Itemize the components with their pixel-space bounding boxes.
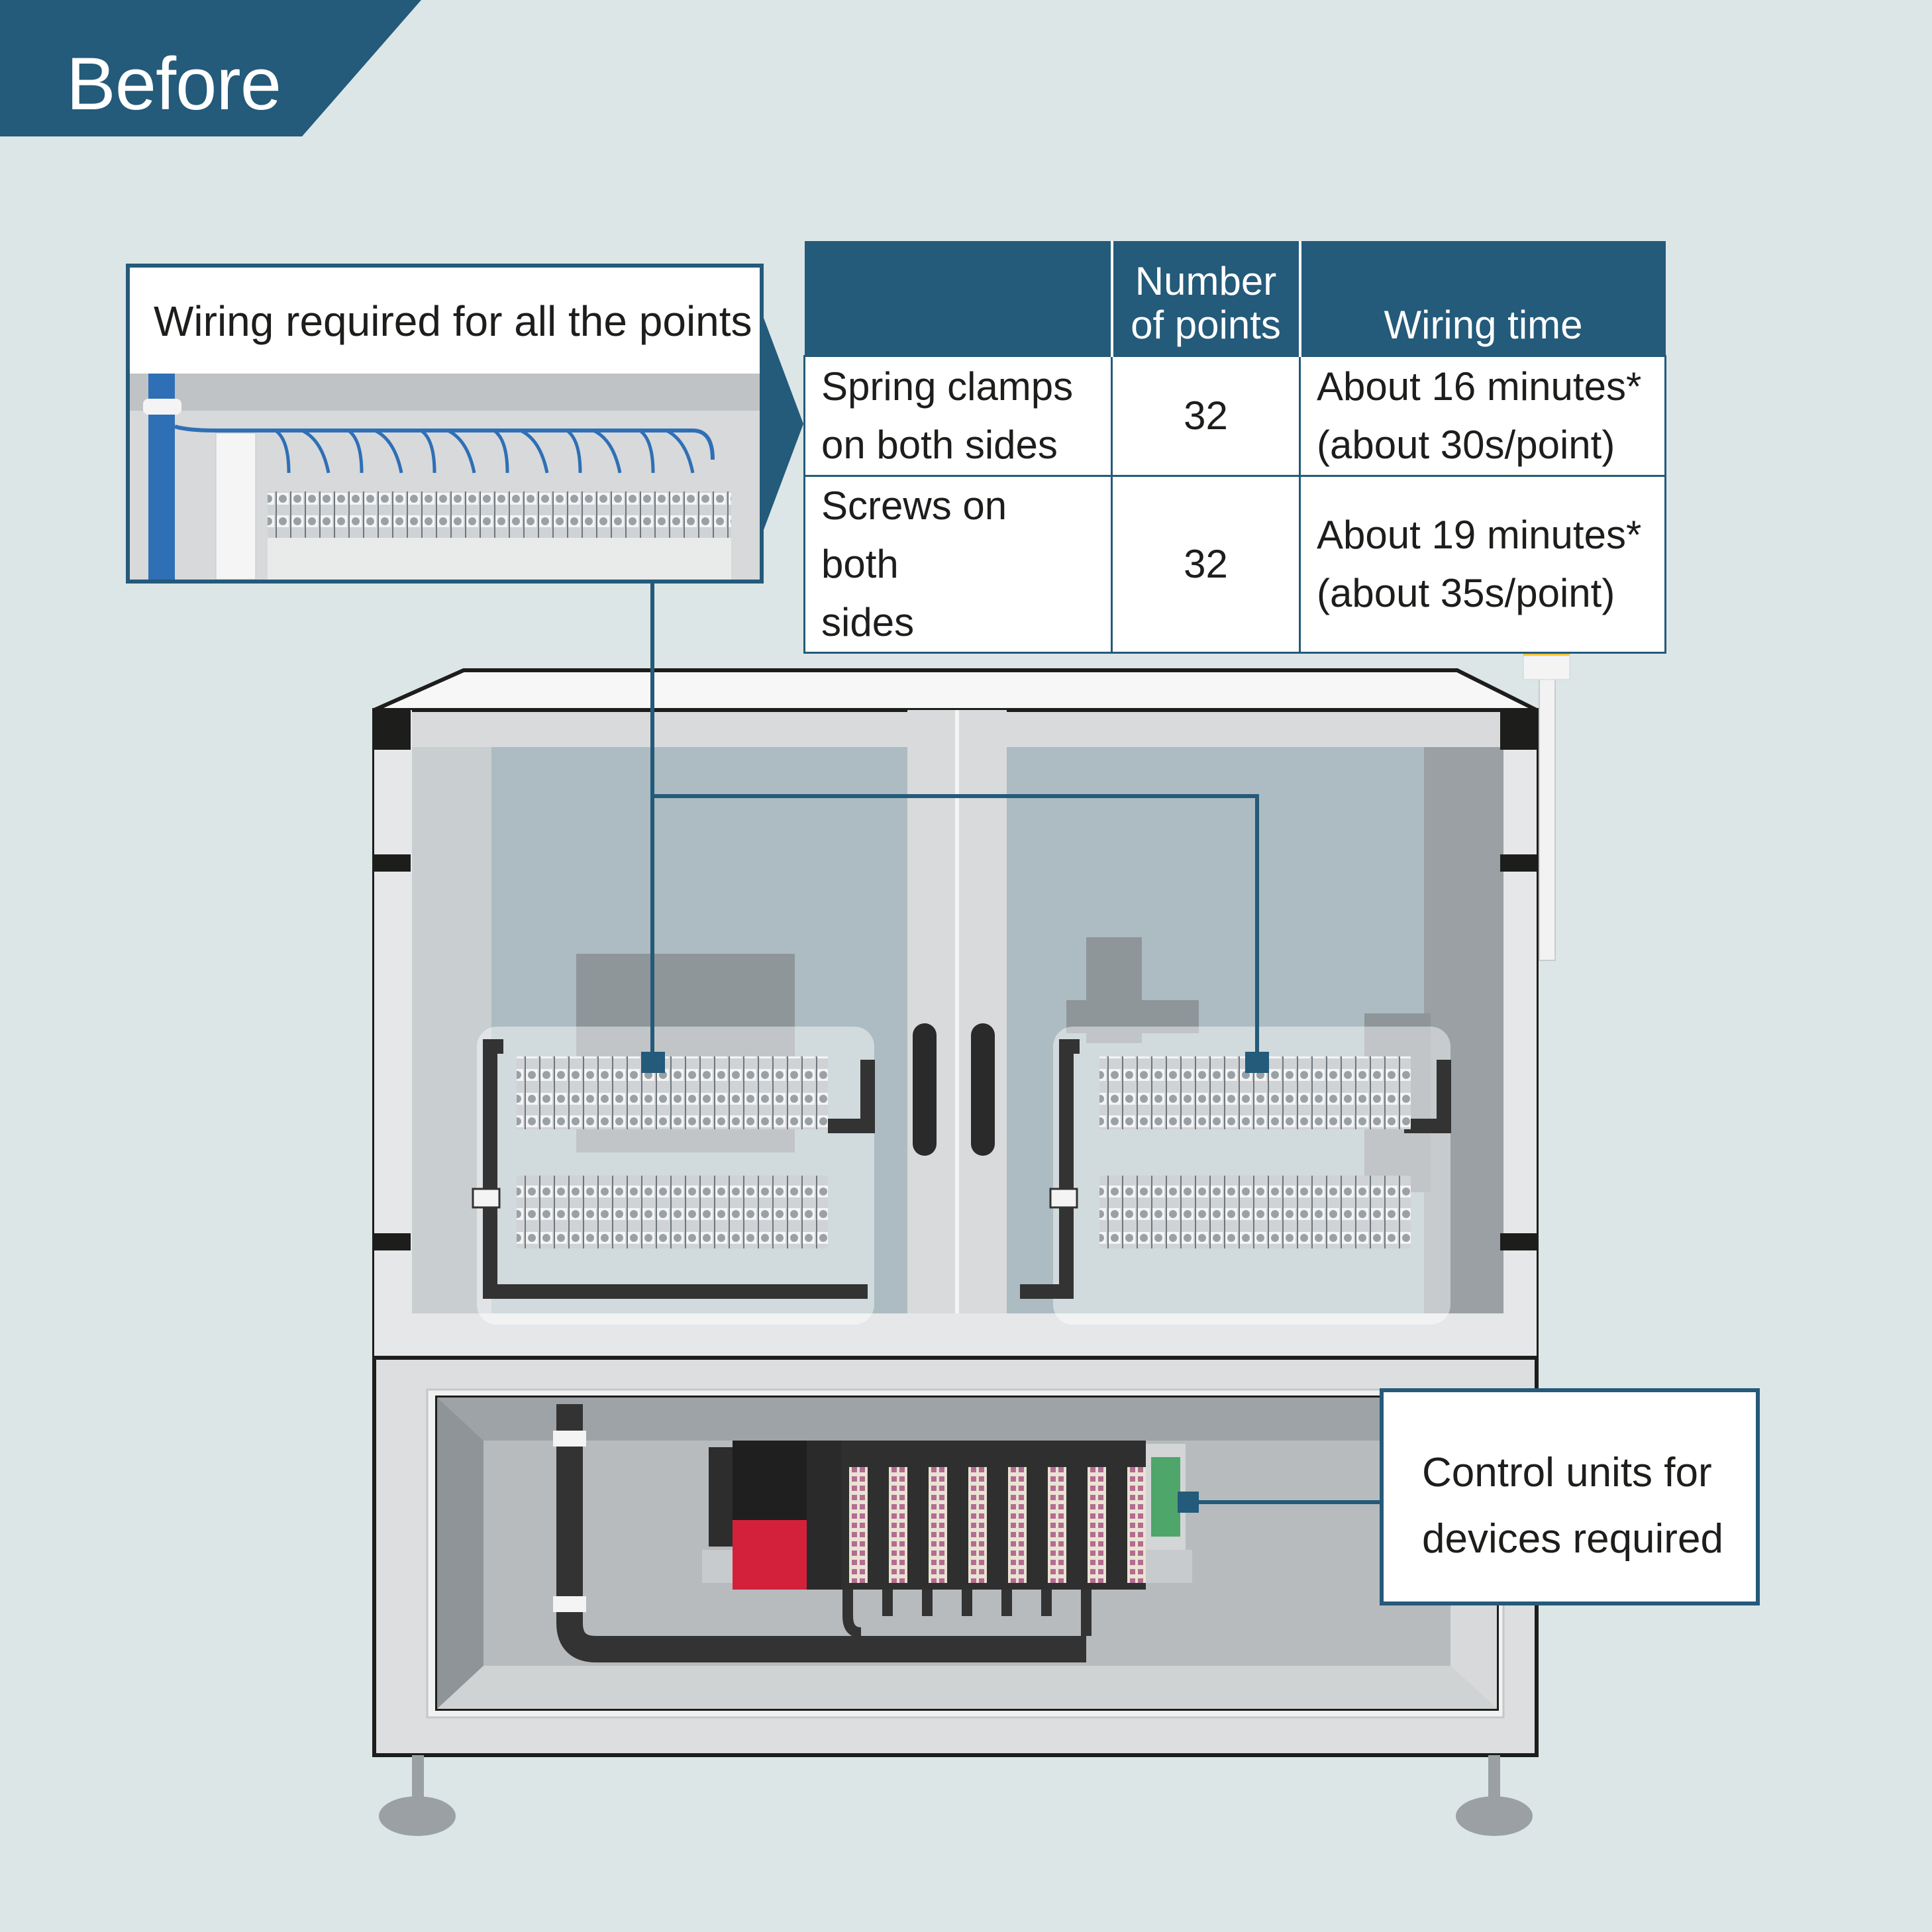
- wiring-closeup: [130, 374, 760, 580]
- callout-pointer: [764, 318, 803, 530]
- cabinet-legs: [379, 1755, 1533, 1836]
- control-units-callout: Control units for devices required: [1380, 1388, 1760, 1605]
- row-points: 32: [1111, 355, 1301, 477]
- row-time: About 19 minutes* (about 35s/point): [1299, 475, 1666, 654]
- cabinet-upper: [372, 668, 1539, 1360]
- wiring-callout: Wiring required for all the points: [126, 264, 764, 584]
- header-wiring-time: Wiring time: [1298, 241, 1666, 356]
- marker-right: [1245, 1052, 1269, 1073]
- terminal-blocks-left: [472, 1027, 875, 1325]
- row-points: 32: [1111, 475, 1301, 654]
- control-units-line-2: devices required: [1422, 1516, 1723, 1562]
- row-method: Spring clamps on both sides: [803, 355, 1113, 477]
- before-label: Before: [66, 42, 281, 125]
- terminal-blocks-right: [1020, 1027, 1451, 1325]
- header-banner: [0, 0, 421, 136]
- marker-plc: [1178, 1492, 1199, 1513]
- control-units-line-1: Control units for: [1422, 1450, 1712, 1496]
- table-row: Spring clamps on both sides 32 About 16 …: [803, 355, 1666, 477]
- table-row: Screws on both sides 32 About 19 minutes…: [803, 475, 1666, 654]
- wiring-time-table: Number of points Wiring time Spring clam…: [803, 241, 1666, 654]
- row-method: Screws on both sides: [803, 475, 1113, 654]
- wiring-callout-title: Wiring required for all the points: [154, 297, 752, 345]
- plc-unit: [702, 1441, 1192, 1590]
- callout-leader-lines: [650, 584, 1259, 1053]
- header-method: [804, 241, 1112, 356]
- row-time: About 16 minutes* (about 30s/point): [1299, 355, 1666, 477]
- header-points: Number of points: [1110, 241, 1300, 356]
- marker-left: [641, 1052, 665, 1073]
- table-header-row: Number of points Wiring time: [804, 241, 1666, 356]
